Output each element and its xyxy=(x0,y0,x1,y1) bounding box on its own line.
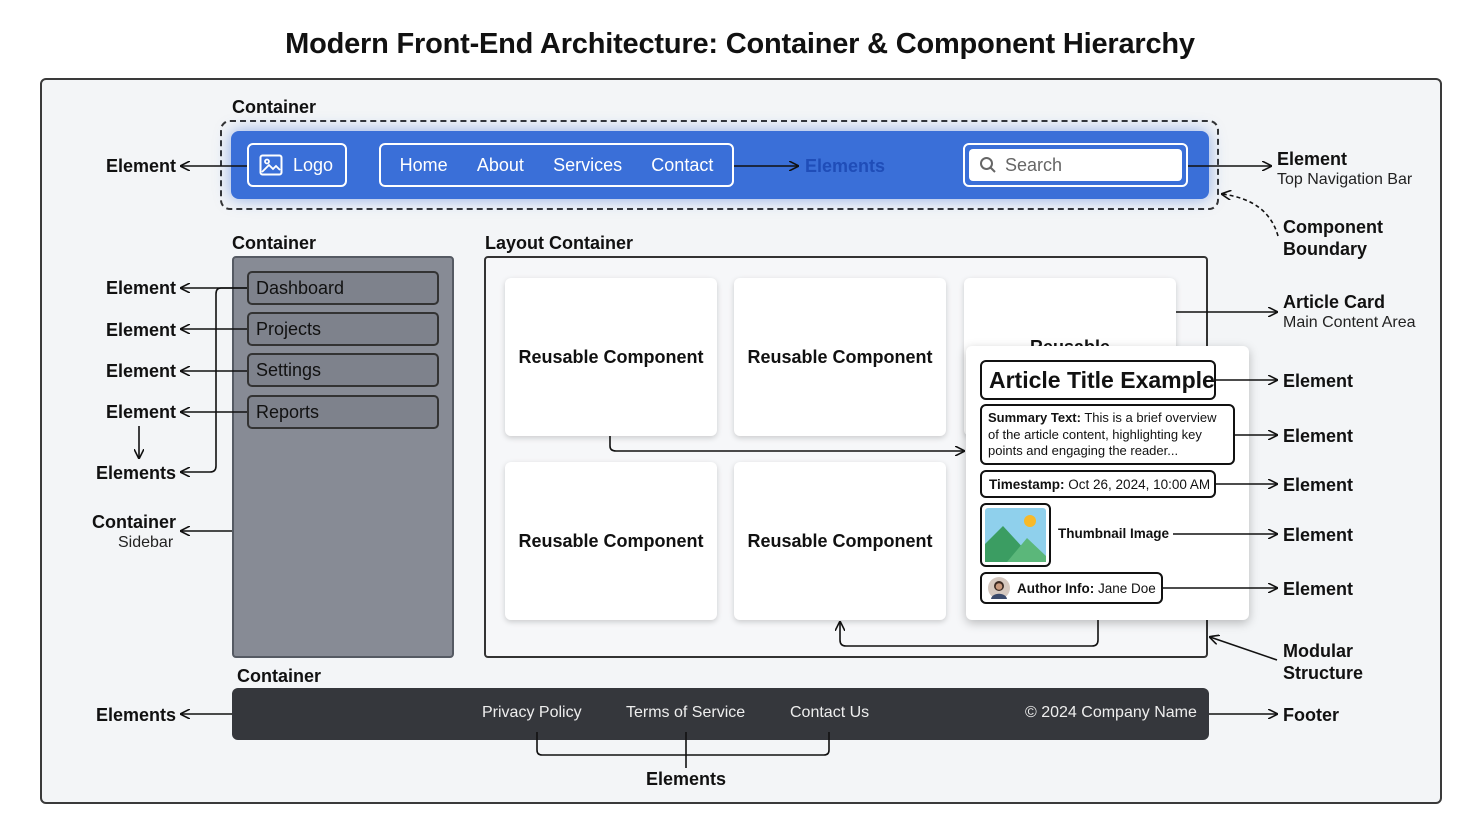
footer-link-terms[interactable]: Terms of Service xyxy=(626,704,746,721)
avatar xyxy=(988,577,1010,599)
article-title: Article Title Example xyxy=(980,360,1216,400)
footer-copyright: © 2024 Company Name xyxy=(1025,704,1197,721)
nav-elements-label: Elements xyxy=(805,156,886,176)
sidebar-item-settings[interactable]: Settings xyxy=(247,353,439,387)
footer: Privacy Policy Terms of Service Contact … xyxy=(232,688,1209,740)
summary-element-label: Element xyxy=(1283,426,1354,446)
thumbnail-label: Thumbnail Image xyxy=(1058,526,1170,541)
sidebar-elements-label: Elements xyxy=(96,463,177,483)
image-icon xyxy=(259,154,283,176)
nav-element-sub: Top Navigation Bar xyxy=(1277,171,1413,188)
thumbnail-element-label: Element xyxy=(1283,525,1354,545)
thumbnail-image xyxy=(980,503,1051,567)
sidebar-element-label-1: Element xyxy=(106,278,177,298)
article-summary: Summary Text: This is a brief overview o… xyxy=(980,404,1235,465)
footer-elements-left-label: Elements xyxy=(96,705,177,725)
sidebar-item-reports[interactable]: Reports xyxy=(247,395,439,429)
reusable-component-card: Reusable Component xyxy=(505,278,717,436)
sidebar-item-dashboard[interactable]: Dashboard xyxy=(247,271,439,305)
timestamp-value: Oct 26, 2024, 10:00 AM xyxy=(1064,476,1211,492)
sidebar-container-side-label: Container xyxy=(92,512,177,532)
author-element-label: Element xyxy=(1283,579,1354,599)
article-card-sub: Main Content Area xyxy=(1283,314,1416,331)
timestamp-element-label: Element xyxy=(1283,475,1354,495)
article-author: Author Info: Jane Doe xyxy=(980,572,1163,604)
component-boundary-label: Component Boundary xyxy=(1283,217,1383,259)
logo-label: Logo xyxy=(293,154,334,175)
page-title: Modern Front-End Architecture: Container… xyxy=(285,28,1195,60)
title-element-label: Element xyxy=(1283,371,1354,391)
footer-link-privacy[interactable]: Privacy Policy xyxy=(482,704,582,721)
component-boundary xyxy=(220,120,1219,210)
summary-key: Summary Text: xyxy=(988,410,1081,425)
footer-label: Footer xyxy=(1283,705,1339,725)
nav-link-home[interactable]: Home xyxy=(399,154,448,175)
summary-text: This is a brief overview of the article … xyxy=(988,410,1217,458)
nav-links-group: Home About Services Contact xyxy=(379,143,734,187)
sidebar-element-label-2: Element xyxy=(106,320,177,340)
search-wrapper xyxy=(963,143,1188,187)
nav-link-about[interactable]: About xyxy=(476,154,524,175)
search-box[interactable] xyxy=(969,149,1182,181)
reusable-component-card: Reusable Component xyxy=(734,462,946,620)
logo-element-label: Element xyxy=(106,156,177,176)
timestamp-key: Timestamp: xyxy=(989,476,1065,492)
sidebar-element-label-4: Element xyxy=(106,402,177,422)
sidebar-element-label-3: Element xyxy=(106,361,177,381)
nav-element-label: Element xyxy=(1277,149,1348,169)
article-card-label: Article Card xyxy=(1283,292,1386,312)
logo-button[interactable]: Logo xyxy=(247,143,347,187)
author-value: Jane Doe xyxy=(1094,580,1156,596)
search-icon xyxy=(980,157,996,173)
nav-link-contact[interactable]: Contact xyxy=(651,154,714,175)
landscape-image-icon xyxy=(985,508,1046,562)
sidebar-item-projects[interactable]: Projects xyxy=(247,312,439,346)
reusable-component-card: Reusable Component xyxy=(505,462,717,620)
footer-link-contact[interactable]: Contact Us xyxy=(790,704,870,721)
sidebar-sub-label: Sidebar xyxy=(118,534,174,551)
author-key: Author Info: xyxy=(1017,580,1095,596)
modular-structure-label: Modular Structure xyxy=(1283,641,1364,683)
search-input[interactable] xyxy=(1005,154,1155,176)
article-timestamp: Timestamp: Oct 26, 2024, 10:00 AM xyxy=(980,470,1216,498)
nav-link-services[interactable]: Services xyxy=(553,154,623,175)
nav-container-label: Container xyxy=(232,97,317,117)
layout-container-label: Layout Container xyxy=(485,233,634,253)
sidebar-container-label: Container xyxy=(232,233,317,253)
footer-elements-bottom-label: Elements xyxy=(646,769,727,789)
footer-container-label: Container xyxy=(237,666,322,686)
reusable-component-card: Reusable Component xyxy=(734,278,946,436)
